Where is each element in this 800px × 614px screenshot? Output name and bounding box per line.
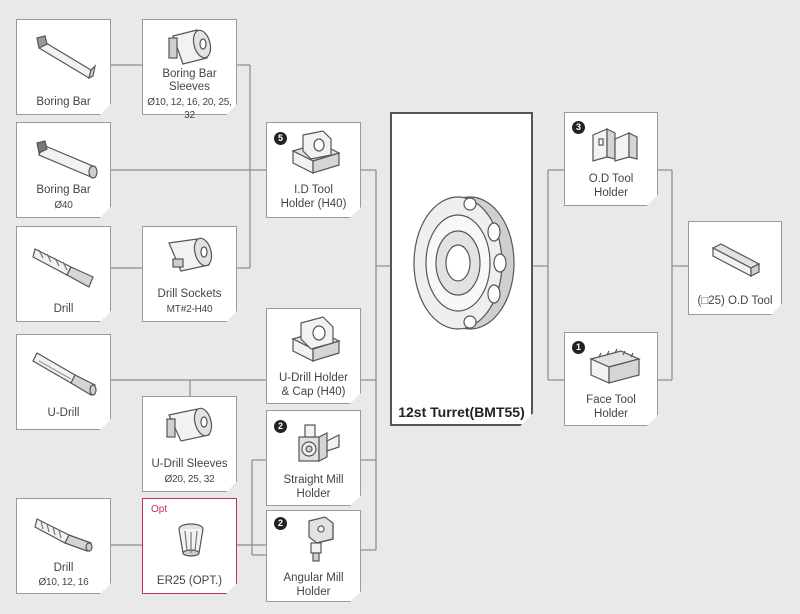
node-title-line2: Holder	[296, 488, 331, 500]
node-title-line2: & Cap (H40)	[281, 386, 346, 398]
sleeve-icon	[166, 407, 213, 442]
node-title: U-Drill Sleeves	[151, 458, 228, 470]
od-holder-icon	[592, 128, 638, 162]
drill-icon	[34, 518, 93, 552]
node-od-tool-holder[interactable]: 3 O.D Tool Holder	[564, 112, 658, 206]
straight-mill-icon	[298, 424, 340, 462]
badge-1: 1	[572, 341, 585, 354]
badge-5: 5	[274, 132, 287, 145]
node-title-line2: Sleeves	[169, 81, 210, 93]
u-drill-holder-icon	[291, 316, 341, 362]
node-sizes: Ø20, 25, 32	[164, 474, 215, 485]
node-id-tool-holder[interactable]: 5 I.D Tool Holder (H40)	[266, 122, 361, 218]
node-boring-bar[interactable]: Boring Bar	[16, 19, 111, 115]
turret-icon	[413, 196, 515, 330]
node-drill-small[interactable]: Drill Ø10, 12, 16	[16, 498, 111, 594]
node-title: (□25) O.D Tool	[697, 295, 773, 307]
u-drill-icon	[32, 352, 97, 396]
node-title-line2: Holder (H40)	[280, 198, 347, 210]
node-straight-mill-holder[interactable]: 2 Straight Mill Holder	[266, 410, 361, 506]
badge-2: 2	[274, 517, 287, 530]
node-title: Drill Sockets	[157, 288, 222, 300]
opt-tag: Opt	[151, 504, 168, 515]
node-od-tool[interactable]: (□25) O.D Tool	[688, 221, 782, 315]
node-turret[interactable]: 12st Turret(BMT55)	[390, 112, 533, 426]
od-tool-icon	[711, 243, 761, 277]
node-sizes: Ø10, 12, 16, 20, 25, 32	[147, 97, 232, 121]
drill-icon	[32, 248, 94, 288]
node-title: U-Drill Holder	[278, 372, 348, 384]
boring-bar-icon	[36, 35, 96, 80]
node-sizes: Ø10, 12, 16	[38, 577, 89, 588]
sleeve-icon	[168, 29, 212, 65]
badge-2: 2	[274, 420, 287, 433]
node-title-line2: Holder	[296, 586, 331, 598]
id-holder-icon	[291, 130, 341, 174]
node-u-drill-holder[interactable]: U-Drill Holder & Cap (H40)	[266, 308, 361, 404]
node-title: Boring Bar	[36, 96, 91, 108]
boring-bar-icon	[36, 140, 98, 179]
socket-icon	[168, 237, 213, 272]
node-title: Angular Mill	[283, 572, 344, 584]
node-title: O.D Tool	[588, 173, 634, 185]
node-sizes: Ø40	[54, 200, 73, 211]
node-title: U-Drill	[47, 407, 80, 419]
node-title: Straight Mill	[283, 474, 344, 486]
node-angular-mill-holder[interactable]: 2 Angular Mill Holder	[266, 510, 361, 602]
node-drill[interactable]: Drill	[16, 226, 111, 322]
node-boring-bar-40[interactable]: Boring Bar Ø40	[16, 122, 111, 218]
node-title: Face Tool	[586, 394, 636, 406]
node-er25[interactable]: Opt ER25 (OPT.)	[142, 498, 237, 594]
face-holder-icon	[589, 348, 641, 384]
collet-icon	[178, 523, 204, 557]
angular-mill-icon	[308, 516, 334, 562]
node-u-drill[interactable]: U-Drill	[16, 334, 111, 430]
node-title-line2: Holder	[594, 187, 628, 199]
node-title: Boring Bar	[36, 184, 91, 196]
node-title: Drill	[53, 562, 74, 574]
node-sizes: MT#2-H40	[166, 304, 213, 315]
badge-3: 3	[572, 121, 585, 134]
node-u-drill-sleeves[interactable]: U-Drill Sleeves Ø20, 25, 32	[142, 396, 237, 492]
node-title: Drill	[53, 303, 74, 315]
node-title: 12st Turret(BMT55)	[398, 404, 525, 420]
node-face-tool-holder[interactable]: 1 Face Tool Holder	[564, 332, 658, 426]
node-title: ER25 (OPT.)	[156, 575, 223, 587]
node-boring-bar-sleeves[interactable]: Boring Bar Sleeves Ø10, 12, 16, 20, 25, …	[142, 19, 237, 121]
node-drill-sockets[interactable]: Drill Sockets MT#2-H40	[142, 226, 237, 322]
node-title-line2: Holder	[594, 408, 628, 420]
node-title: I.D Tool	[294, 184, 333, 196]
node-title: Boring Bar	[162, 68, 217, 80]
